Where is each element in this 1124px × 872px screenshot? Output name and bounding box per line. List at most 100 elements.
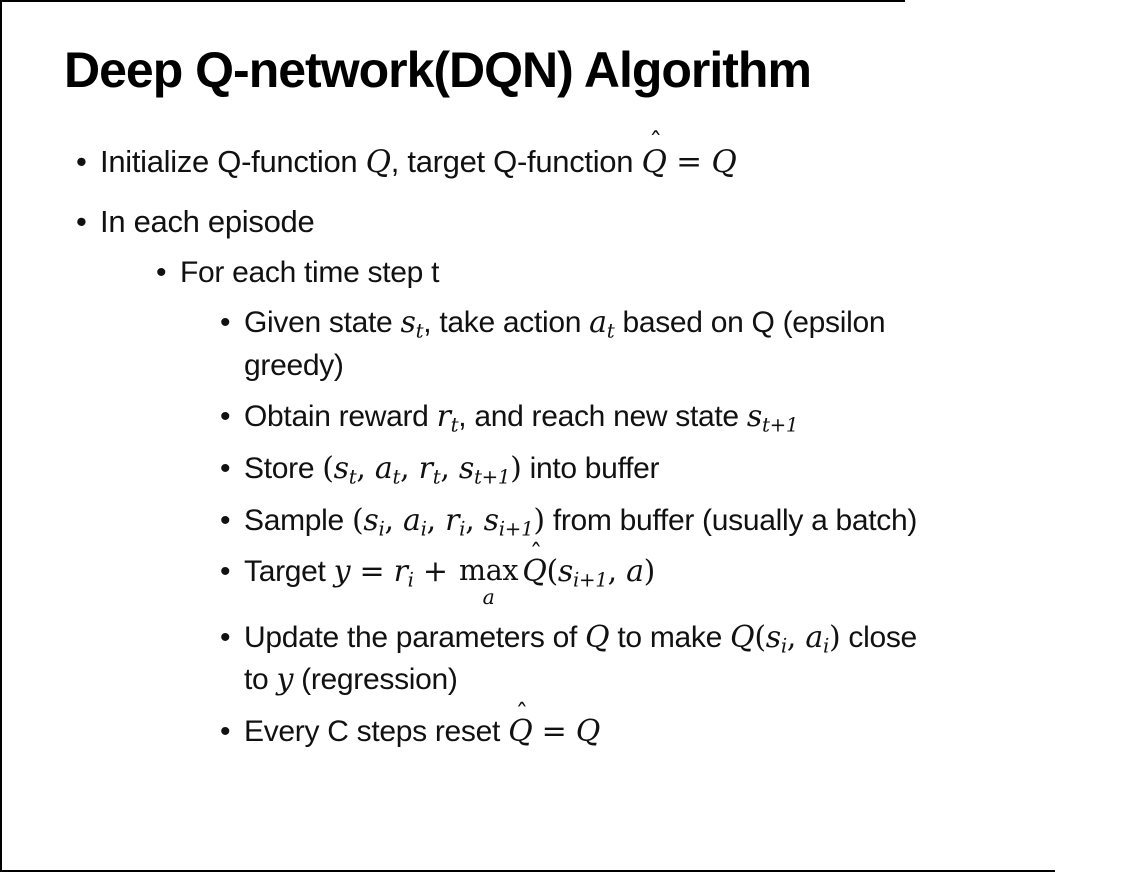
bullet-text: Given state st, take action at based on …	[244, 302, 1104, 387]
text-segment: i	[780, 634, 787, 658]
text-segment: ,	[356, 450, 375, 486]
hat-accent: ˆ	[515, 698, 529, 729]
text-segment: ,	[400, 450, 419, 486]
text-segment: , target Q-function	[390, 143, 642, 179]
text-segment: i	[459, 517, 466, 541]
text-segment: r	[418, 450, 433, 486]
text-segment: In each episode	[100, 203, 315, 239]
bullet-text: For each time step t	[180, 252, 1104, 295]
text-segment: )	[828, 619, 841, 655]
slide-border-top	[0, 0, 905, 2]
text-segment: i+1	[498, 517, 534, 541]
bullet-item-for-each-time-step: • For each time step t	[64, 252, 1104, 295]
text-segment: s	[483, 502, 499, 538]
text-segment: , and reach new state	[458, 400, 747, 434]
text-segment: )	[643, 554, 656, 590]
text-segment: i	[378, 517, 385, 541]
text-segment: r	[436, 399, 451, 435]
text-segment: to make	[609, 620, 731, 654]
text-segment: =	[666, 143, 712, 180]
text-segment: )	[510, 450, 522, 486]
bullet-item-given-state: • Given state st, take action at based o…	[64, 302, 1104, 387]
bullet-dot: •	[76, 203, 87, 239]
slide-title: Deep Q-network(DQN) Algorithm	[64, 42, 812, 98]
text-segment: i	[822, 634, 829, 658]
text-segment: Q	[508, 714, 533, 750]
text-segment: Update the parameters of	[244, 620, 586, 654]
text-segment: t	[450, 413, 459, 437]
text-segment: ,	[786, 619, 806, 655]
text-segment: s	[458, 450, 474, 486]
slide-content: Deep Q-network(DQN) Algorithm • Initiali…	[64, 42, 1104, 754]
text-segment: r	[393, 554, 408, 590]
text-segment: s	[765, 619, 781, 655]
text-segment: +	[413, 554, 457, 590]
bullet-item-initialize: • Initialize Q-function Q, target Q-func…	[64, 130, 1104, 184]
bullet-dot: •	[220, 715, 231, 749]
text-segment: greedy)	[244, 348, 344, 382]
text-segment: (	[754, 619, 766, 655]
text-segment: s	[363, 502, 379, 538]
text-segment: ,	[607, 554, 627, 590]
bullet-dot: •	[156, 255, 167, 289]
bullet-text: Obtain reward rt, and reach new state st…	[244, 396, 1104, 439]
text-segment: based on Q (epsilon	[614, 306, 886, 340]
hat-accent: ˆ	[529, 538, 543, 569]
text-segment: Target	[244, 555, 334, 589]
bullet-text: Store (st, at, rt, st+1) into buffer	[244, 448, 1104, 491]
text-segment: t	[415, 319, 424, 343]
text-segment: into buffer	[521, 451, 660, 485]
text-segment: (regression)	[293, 663, 458, 697]
slide-border-bottom	[0, 870, 1055, 872]
text-segment: a	[589, 305, 607, 341]
text-segment: t+1	[473, 465, 511, 489]
text-segment: ,	[465, 502, 484, 538]
bullet-item-update-parameters: • Update the parameters of Q to make Q(s…	[64, 617, 1104, 702]
text-segment: (	[546, 554, 558, 590]
text-segment: =	[350, 554, 394, 590]
text-segment: ,	[384, 502, 403, 538]
text-segment: s	[400, 305, 416, 341]
bullet-text: Initialize Q-function Q, target Q-functi…	[100, 130, 1104, 184]
text-segment: max	[458, 553, 519, 587]
text-segment: Q	[585, 619, 610, 655]
bullet-dot: •	[220, 400, 231, 434]
bullet-text: Update the parameters of Q to make Q(si,…	[244, 617, 1104, 702]
text-segment: from buffer (usually a batch)	[544, 503, 918, 537]
text-segment: Store	[244, 451, 323, 485]
text-segment: Obtain reward	[244, 400, 437, 434]
bullet-item-in-each-episode: • In each episode	[64, 200, 1104, 244]
text-segment: Q	[730, 619, 755, 655]
bullet-dot: •	[220, 306, 231, 340]
text-segment: Given state	[244, 306, 401, 340]
text-segment: , take action	[423, 306, 590, 340]
text-segment: r	[445, 502, 460, 538]
text-segment: Q	[575, 714, 601, 750]
text-segment: t	[606, 319, 615, 343]
text-segment: t	[392, 465, 401, 489]
text-segment: (	[351, 502, 364, 538]
bullet-dot: •	[220, 620, 231, 654]
bullet-dot: •	[76, 143, 87, 179]
text-segment: a	[403, 502, 421, 538]
text-segment: t+1	[761, 413, 799, 437]
bullet-text: In each episode	[100, 200, 1104, 244]
text-segment: s	[746, 399, 762, 435]
bullet-text: Sample (si, ai, ri, si+1) from buffer (u…	[244, 500, 1104, 543]
bullet-item-store-buffer: • Store (st, at, rt, st+1) into buffer	[64, 448, 1104, 491]
text-segment: t	[348, 465, 357, 489]
text-segment: Every C steps reset	[244, 715, 509, 749]
hat-accent: ˆ	[649, 128, 663, 159]
text-segment: t	[432, 465, 441, 489]
text-segment: For each time step t	[180, 255, 440, 289]
text-segment: close	[840, 620, 917, 654]
text-segment: Initialize Q-function	[100, 143, 366, 179]
text-segment: i	[420, 517, 427, 541]
text-segment: a	[805, 619, 823, 655]
